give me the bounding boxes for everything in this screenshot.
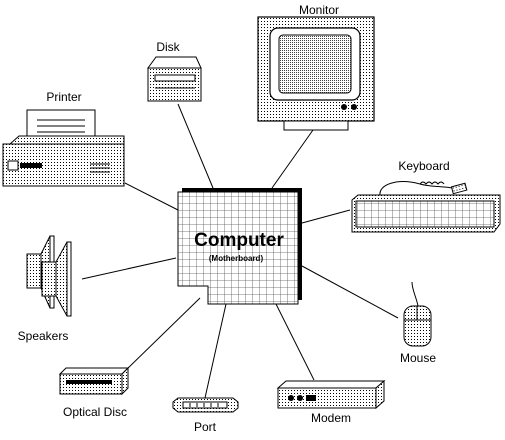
mouse-label: Mouse (400, 351, 436, 365)
line-speakers (81, 257, 177, 280)
computer-title: Computer (194, 230, 284, 251)
line-keyboard (301, 209, 351, 224)
disk-device: Disk (147, 40, 202, 102)
optical-disc-device: Optical Disc (58, 366, 130, 419)
port-label: Port (194, 420, 217, 434)
printer-label: Printer (46, 90, 81, 104)
disk-icon (147, 56, 202, 69)
line-mouse (301, 265, 399, 319)
line-modem (275, 303, 315, 381)
modem-label: Modem (311, 411, 351, 425)
mouse-device: Mouse (400, 281, 436, 365)
disk-label: Disk (156, 40, 180, 54)
modem-icon (276, 380, 386, 389)
modem-device: Modem (276, 379, 386, 425)
speaker-icon (26, 253, 42, 289)
port-device: Port (172, 397, 239, 434)
line-printer (124, 182, 179, 211)
line-optical-disc (125, 297, 201, 371)
line-disk (177, 103, 214, 189)
connector-lines (81, 103, 399, 399)
printer-device: Printer (2, 90, 125, 187)
speakers-label: Speakers (18, 329, 69, 343)
optical-disc-label: Optical Disc (63, 405, 127, 419)
motherboard-chip: Computer (Motherboard) (177, 188, 302, 305)
keyboard-label: Keyboard (398, 159, 449, 173)
optical-disc-icon (58, 367, 130, 375)
keyboard-device: Keyboard (351, 159, 501, 233)
motherboard-subtitle: (Motherboard) (209, 254, 264, 263)
speakers-device: Speakers (18, 235, 72, 343)
monitor-label: Monitor (299, 3, 339, 17)
line-port (204, 303, 227, 399)
line-monitor (271, 129, 314, 189)
printer-icon (8, 135, 125, 145)
monitor-device: Monitor (257, 3, 375, 131)
